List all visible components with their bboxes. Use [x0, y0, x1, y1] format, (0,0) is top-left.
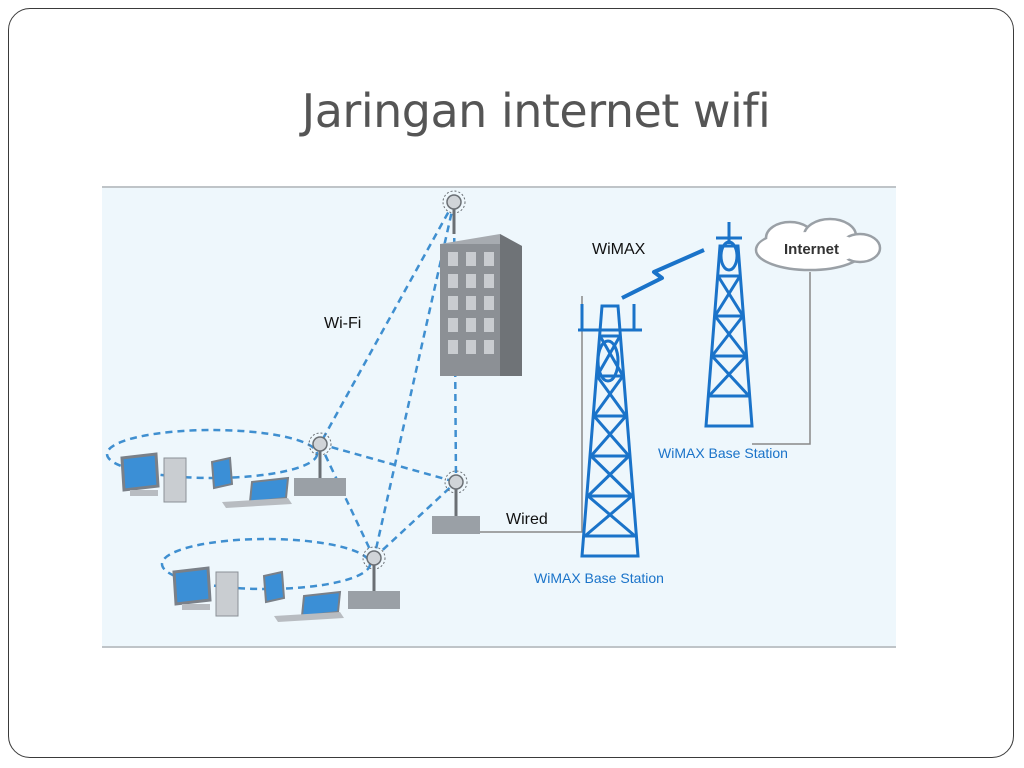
internet-line: [752, 272, 811, 445]
laptop-icon: [274, 590, 344, 622]
wired-label: Wired: [506, 511, 548, 528]
computer-icon: [262, 570, 286, 604]
computer-icon: [210, 456, 234, 490]
wifi-label: Wi-Fi: [324, 315, 361, 332]
network-diagram: WiMAX Wi-Fi Internet Wired WiMAX Base St…: [102, 186, 896, 648]
internet-label: Internet: [784, 241, 839, 258]
slide-title: Jaringan internet wifi: [301, 84, 771, 138]
tower-icon: [704, 222, 754, 428]
access-point-icon: [432, 470, 480, 534]
computer-icon: [120, 452, 187, 503]
tower-icon: [578, 304, 642, 558]
laptop-icon: [222, 476, 292, 508]
computer-icon: [172, 566, 239, 617]
access-point-icon: [348, 546, 400, 609]
base-station-center-label: WiMAX Base Station: [534, 570, 664, 586]
base-station-right-label: WiMAX Base Station: [658, 445, 788, 461]
wimax-label: WiMAX: [592, 241, 646, 258]
building-icon: [440, 234, 522, 376]
access-point-icon: [294, 432, 346, 496]
wired-line: [480, 296, 583, 533]
access-point-icon: [442, 190, 466, 234]
wimax-link-icon: [621, 248, 705, 300]
coverage-zone-upper: [105, 428, 319, 480]
